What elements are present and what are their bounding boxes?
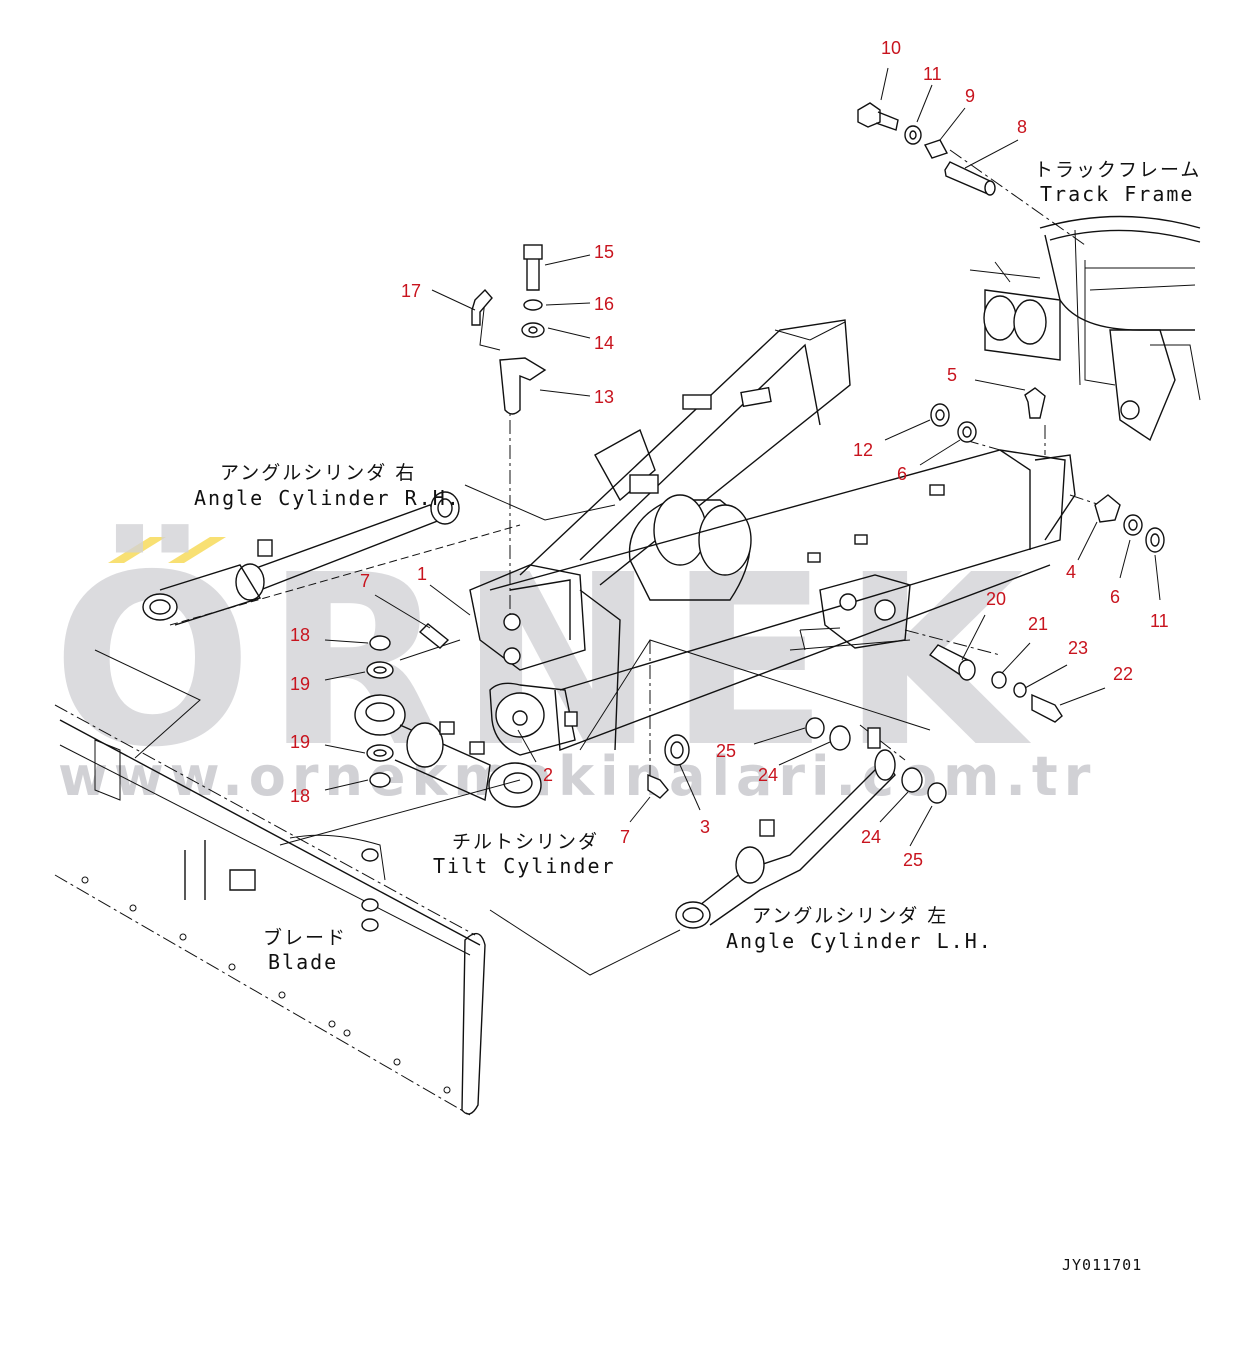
small-parts [366, 102, 1165, 804]
callout-21: 21 [1028, 614, 1048, 634]
callout-9: 9 [965, 86, 975, 106]
callout-24-right: 24 [861, 827, 881, 847]
callout-6-right: 6 [1110, 587, 1120, 607]
angle-cylinder-rh-drawing [94, 484, 616, 759]
callout-1: 1 [417, 564, 427, 584]
callout-4: 4 [1066, 562, 1076, 582]
callout-18-upper: 18 [290, 625, 310, 645]
blade-label-jp: ブレード [263, 926, 347, 949]
callout-24-left: 24 [758, 765, 778, 785]
callout-25-right: 25 [903, 850, 923, 870]
angle-cylinder-lh-label-jp: アングルシリンダ 左 [752, 905, 948, 927]
callout-23: 23 [1068, 638, 1088, 658]
callout-18-lower: 18 [290, 786, 310, 806]
leader-lines [324, 67, 1161, 847]
blade-drawing [54, 704, 486, 1116]
callout-11-right: 11 [1150, 611, 1169, 631]
callouts: 10 11 9 8 15 17 16 14 13 5 12 6 4 6 11 1… [290, 38, 1169, 870]
callout-19-upper: 19 [290, 674, 310, 694]
blade-holes [81, 876, 451, 1094]
watermark-brand: ÖRNEK [52, 524, 1036, 799]
tilt-cylinder-label-en: Tilt Cylinder [433, 854, 616, 878]
tilt-cylinder-label-jp: チルトシリンダ [452, 831, 599, 853]
tilt-cylinder-drawing [279, 639, 542, 846]
angle-cylinder-lh-label-en: Angle Cylinder L.H. [726, 929, 993, 953]
blade-label-en: Blade [268, 950, 338, 974]
callout-7-lower: 7 [620, 827, 630, 847]
watermark: ÖRNEK www.ornekmakinalari.com.tr [52, 524, 1090, 808]
component-labels: トラックフレーム Track Frame アングルシリンダ 右 Angle Cy… [194, 159, 1201, 974]
callout-8: 8 [1017, 117, 1027, 137]
callout-6-left: 6 [897, 464, 907, 484]
angle-cylinder-rh-label-jp: アングルシリンダ 右 [220, 462, 416, 484]
callout-20: 20 [986, 589, 1006, 609]
callout-17: 17 [401, 281, 421, 301]
callout-13: 13 [594, 387, 614, 407]
watermark-accent-right [168, 537, 226, 563]
callout-22: 22 [1113, 664, 1133, 684]
callout-15: 15 [594, 242, 614, 262]
callout-25-left: 25 [716, 741, 736, 761]
callout-12: 12 [853, 440, 873, 460]
u-frame-drawing [469, 319, 1076, 756]
angle-cylinder-rh-label-en: Angle Cylinder R.H. [194, 486, 461, 510]
callout-10: 10 [881, 38, 901, 58]
drawing-code: JY011701 [1062, 1256, 1142, 1274]
callout-5: 5 [947, 365, 957, 385]
watermark-accent-left [108, 537, 166, 563]
callout-14: 14 [594, 333, 614, 353]
track-frame-label-en: Track Frame [1040, 182, 1194, 206]
callout-3: 3 [700, 817, 710, 837]
track-frame-drawing [969, 215, 1201, 442]
callout-7-upper: 7 [360, 571, 370, 591]
callout-2: 2 [543, 765, 553, 785]
track-frame-label-jp: トラックフレーム [1034, 159, 1201, 181]
callout-19-lower: 19 [290, 732, 310, 752]
callout-16: 16 [594, 294, 614, 314]
callout-11-top: 11 [923, 64, 942, 84]
angle-cylinder-lh-drawing [489, 639, 931, 976]
